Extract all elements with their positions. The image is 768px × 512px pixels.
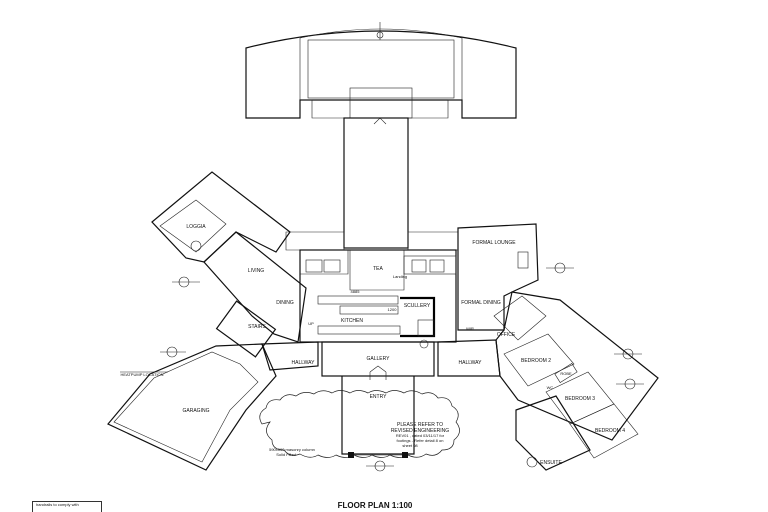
central-core: TEA Landing 4885 1200 KITCHEN SCULLERY U… (299, 249, 457, 455)
entry-door (369, 365, 387, 380)
room-label-robe: ROBE (560, 371, 572, 376)
drawing-title: FLOOR PLAN 1:100 (338, 501, 413, 510)
room-label-bedroom4: BEDROOM 4 (595, 428, 625, 434)
dimension-a: 4885 (351, 289, 361, 294)
engineering-note-line2: REVISED ENGINEERING (391, 428, 449, 434)
room-label-tea: TEA (373, 266, 383, 272)
up-label: UP (308, 321, 314, 326)
room-label-formal-dining: FORMAL DINING (461, 300, 501, 306)
room-label-loggia: LOGGIA (186, 224, 206, 230)
dimension-b: 1200 (388, 307, 398, 312)
room-label-office: OFFICE (497, 332, 516, 338)
room-label-wc: WC (547, 385, 554, 390)
engineering-note-line5: sheet 08 (402, 443, 418, 448)
room-label-bedroom3: BEDROOM 3 (565, 396, 595, 402)
left-wing: LOGGIA LIVING DINING STAIRS (151, 171, 307, 358)
garage-wing: HALLWAY GARAGING HEATPUMP LOCATION (107, 341, 319, 471)
room-label-entry: ENTRY (370, 394, 388, 400)
room-label-living: LIVING (248, 268, 265, 274)
section-marker-icon (376, 31, 384, 39)
engineering-note-line1: PLEASE REFER TO (397, 422, 443, 428)
heatpump-label: HEATPUMP LOCATION (120, 372, 163, 377)
engineering-note-line3: REV01 , dated 03/11/17 for (396, 433, 445, 438)
engineering-note-line4: footings - Refer detail 8 on (397, 438, 444, 443)
room-label-wir: WIR (466, 326, 474, 331)
room-label-gallery: GALLERY (367, 356, 391, 362)
room-label-scullery: SCULLERY (404, 303, 431, 309)
central-walkway (343, 117, 409, 249)
room-label-kitchen: KITCHEN (341, 318, 363, 324)
formal-wing: FORMAL LOUNGE FORMAL DINING WIR (457, 223, 574, 331)
room-label-formal-lounge: FORMAL LOUNGE (472, 240, 516, 246)
room-label-ensuite: ENSUITE (540, 460, 562, 466)
top-terrace (245, 22, 517, 125)
column-note-line1: 590x590 masonry column (269, 447, 315, 452)
room-label-bedroom2: BEDROOM 2 (521, 358, 551, 364)
room-label-stairs: STAIRS (248, 324, 266, 330)
section-marker-icon (526, 456, 538, 468)
landing-label: Landing (393, 274, 407, 279)
room-label-hallway-right: HALLWAY (459, 360, 483, 366)
room-label-garaging: GARAGING (183, 408, 210, 414)
revision-cloud: PLEASE REFER TO REVISED ENGINEERING REV0… (259, 390, 460, 472)
connecting-terrace (285, 231, 459, 251)
room-label-hallway-left: HALLWAY (292, 360, 316, 366)
column-note-line2: Solid Filled (276, 452, 296, 457)
corner-note: handrails to comply with (32, 501, 102, 512)
right-wing: HALLWAY OFFICE BEDROOM 2 ROBE WC BEDROOM… (437, 291, 659, 471)
room-label-dining: DINING (276, 300, 294, 306)
